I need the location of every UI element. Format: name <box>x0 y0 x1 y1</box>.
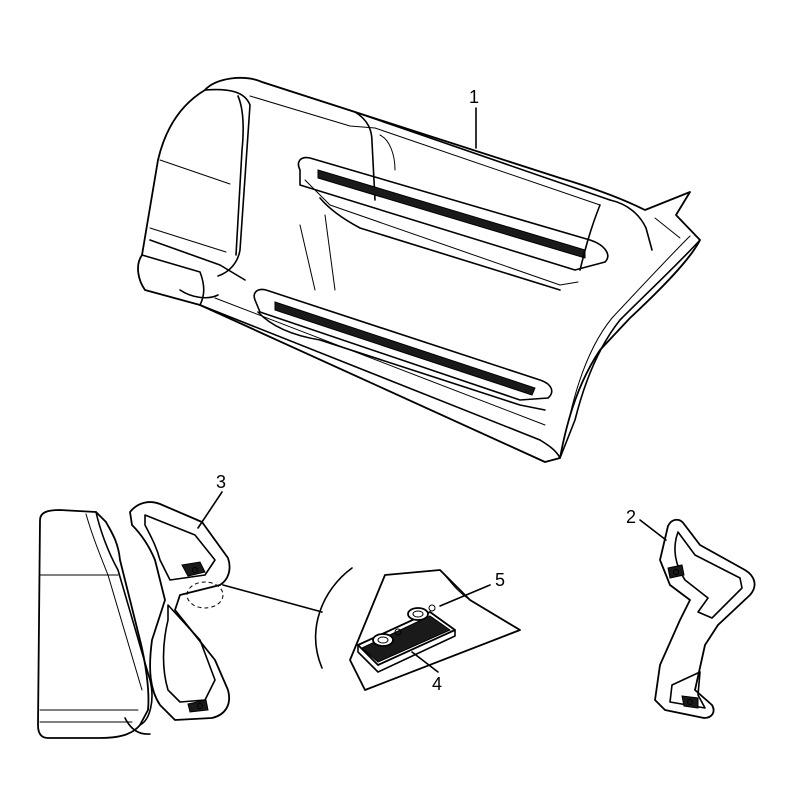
fender-shell <box>137 76 701 463</box>
callout-5: 5 <box>495 570 505 590</box>
callout-1: 1 <box>469 87 479 107</box>
mounting-bracket-right <box>654 518 756 719</box>
detail-view <box>349 569 521 691</box>
callout-3: 3 <box>216 472 226 492</box>
detail-marker <box>186 581 224 609</box>
detail-arc <box>314 567 353 669</box>
callout-4: 4 <box>432 674 442 694</box>
fender-section-view <box>37 509 153 739</box>
callout-2: 2 <box>626 507 636 527</box>
mounting-bracket-left <box>129 501 231 721</box>
detail-leader <box>222 584 323 613</box>
